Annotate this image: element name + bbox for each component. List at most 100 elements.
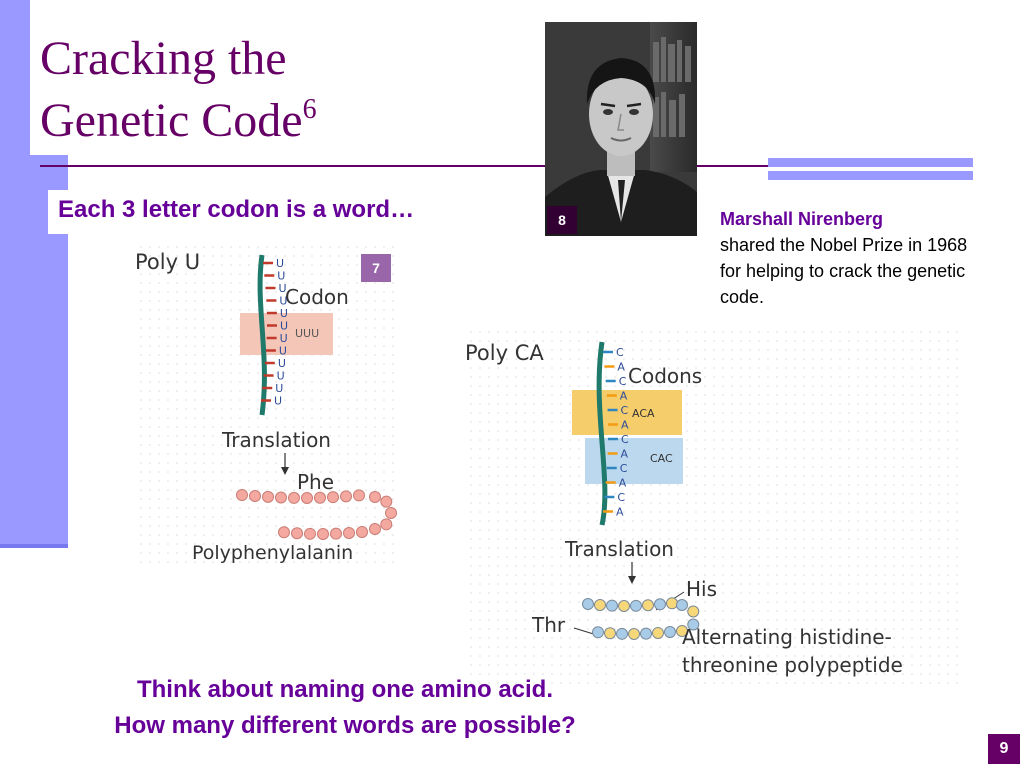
his-residue <box>687 605 700 618</box>
his-residue <box>604 627 616 640</box>
page-number: 9 <box>988 734 1020 764</box>
left-accent-bar-edge <box>0 544 68 548</box>
subtitle-background <box>48 190 518 234</box>
phe-residue <box>369 523 381 535</box>
base-letter: A <box>619 477 627 490</box>
slide-title: Cracking the Genetic Code6 <box>40 28 317 152</box>
phe-residue <box>356 526 368 538</box>
portrait-caption: Marshall Nirenberg shared the Nobel Priz… <box>720 206 970 310</box>
product-line-1: Alternating histidine- <box>682 625 892 649</box>
figure-grid-background <box>135 245 397 565</box>
codon-label: Codon <box>285 285 349 309</box>
caption-text: shared the Nobel Prize in 1968 for helpi… <box>720 235 968 307</box>
phe-residue <box>249 489 261 502</box>
codon-highlight-aca <box>572 390 682 435</box>
codon-highlight <box>240 313 333 355</box>
thr-residue <box>592 626 604 639</box>
subtitle: Each 3 letter codon is a word… <box>58 196 415 223</box>
his-residue <box>618 599 630 612</box>
poly-u-label: Poly U <box>135 250 200 274</box>
accent-stripe-bottom <box>768 171 973 180</box>
his-residue <box>676 625 688 637</box>
thr-residue <box>687 618 700 631</box>
rna-backbone <box>257 254 267 416</box>
translation-label: Translation <box>221 428 331 452</box>
base-letter: U <box>278 282 286 295</box>
phe-residue <box>288 491 300 504</box>
phe-residue <box>301 491 313 504</box>
book-spines <box>653 37 691 137</box>
codon-cac-text: CAC <box>650 452 673 465</box>
phe-residue <box>314 491 326 504</box>
base-letter: C <box>616 346 624 359</box>
base-letter: U <box>280 332 288 345</box>
phe-residue <box>343 526 355 539</box>
phe-residue <box>327 491 339 504</box>
phe-residue <box>236 489 248 501</box>
title-divider <box>40 165 970 167</box>
thr-residue <box>640 627 652 640</box>
his-residue <box>666 597 678 610</box>
right-eye <box>629 109 639 115</box>
question-line-1: Think about naming one amino acid. <box>136 676 554 703</box>
title-background <box>30 0 360 155</box>
phe-residue <box>262 490 274 503</box>
thr-residue <box>664 626 676 638</box>
thr-residue <box>630 599 642 612</box>
translation-arrowhead <box>628 576 636 584</box>
thr-residue <box>654 598 666 611</box>
phe-residue <box>317 527 329 540</box>
base-letter: C <box>621 433 629 446</box>
discussion-question: Think about naming one amino acid. How m… <box>30 672 660 744</box>
accent-stripe-top <box>768 158 973 167</box>
codon-text: UUU <box>295 327 319 340</box>
tie <box>618 180 625 222</box>
phe-residue <box>380 495 393 508</box>
translation-label: Translation <box>564 537 674 561</box>
nose <box>617 113 624 131</box>
portrait-photo <box>545 22 697 236</box>
base-letter: A <box>621 448 629 461</box>
left-eye <box>603 109 613 115</box>
phe-chain <box>236 489 397 540</box>
right-brow <box>626 102 642 108</box>
phe-residue <box>380 518 393 531</box>
phe-residue <box>278 526 290 539</box>
codons-label: Codons <box>628 364 702 388</box>
phe-residue <box>330 527 342 540</box>
portrait-reference-badge: 8 <box>547 206 577 234</box>
thr-residue <box>616 627 628 640</box>
amino-acid-label: Phe <box>297 470 334 494</box>
phe-residue <box>369 491 381 503</box>
base-letter: U <box>279 295 287 308</box>
base-letter: A <box>621 419 629 432</box>
his-residue <box>628 627 640 640</box>
poly-ca-label: Poly CA <box>465 341 544 365</box>
phe-residue <box>353 489 365 502</box>
product-line-2: threonine polypeptide <box>682 653 903 677</box>
thr-residue <box>676 599 688 611</box>
base-letter: C <box>619 375 627 388</box>
thr-residue <box>606 599 618 612</box>
base-letter: A <box>616 506 624 519</box>
figure-grid-background <box>465 330 960 685</box>
base-letter: C <box>621 404 629 417</box>
product-label: Polyphenylalanin <box>192 542 353 564</box>
base-letter: U <box>277 270 285 283</box>
base-letter: A <box>617 361 625 374</box>
base-letter: U <box>279 345 287 358</box>
title-line-1: Cracking the <box>40 32 287 85</box>
base-letter: U <box>280 320 288 333</box>
his-residue <box>652 626 664 639</box>
mouth <box>610 137 632 142</box>
his-label: His <box>686 577 717 601</box>
phe-residue <box>275 491 287 504</box>
phe-residue <box>340 490 352 503</box>
caption-name: Marshall Nirenberg <box>720 209 884 229</box>
left-brow <box>600 102 616 108</box>
base-ticks <box>260 261 277 402</box>
